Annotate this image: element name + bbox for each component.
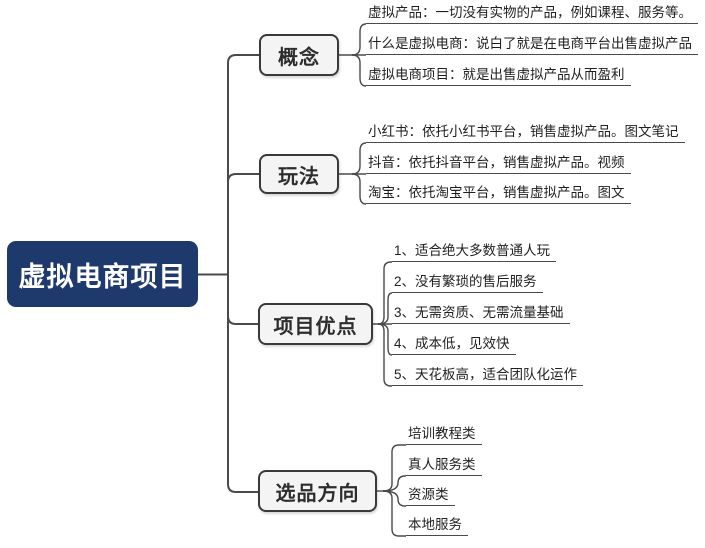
leaf-live-services[interactable]: 真人服务类	[406, 456, 482, 476]
leaf-douyin[interactable]: 抖音：依托抖音平台，销售虚拟产品。视频	[366, 154, 631, 174]
leaf-virtual-product-definition[interactable]: 虚拟产品：一切没有实物的产品，例如课程、服务等。	[366, 4, 698, 24]
leaf-training-courses[interactable]: 培训教程类	[406, 425, 482, 445]
branch-label: 选品方向	[275, 482, 360, 505]
leaf-resources[interactable]: 资源类	[406, 486, 455, 506]
leaf-advantage-1[interactable]: 1、适合绝大多数普通人玩	[392, 242, 557, 262]
branch-label: 项目优点	[273, 315, 358, 338]
leaf-virtual-ecommerce-project[interactable]: 虚拟电商项目：就是出售虚拟产品从而盈利	[366, 66, 631, 86]
leaf-advantage-2[interactable]: 2、没有繁琐的售后服务	[392, 273, 543, 293]
branch-node-concept[interactable]: 概念	[259, 34, 339, 76]
leaf-advantage-5[interactable]: 5、天花板高，适合团队化运作	[392, 366, 584, 386]
leaf-what-is-virtual-ecommerce[interactable]: 什么是虚拟电商：说白了就是在电商平台出售虚拟产品	[366, 35, 698, 55]
leaf-taobao[interactable]: 淘宝：依托淘宝平台，销售虚拟产品。图文	[366, 184, 631, 204]
leaf-advantage-3[interactable]: 3、无需资质、无需流量基础	[392, 304, 570, 324]
branch-label: 玩法	[278, 165, 320, 188]
leaf-xiaohongshu[interactable]: 小红书：依托小红书平台，销售虚拟产品。图文笔记	[366, 123, 685, 143]
branch-node-product-selection[interactable]: 选品方向	[258, 470, 377, 512]
root-node-virtual-ecommerce-project[interactable]: 虚拟电商项目	[7, 241, 198, 307]
leaf-local-services[interactable]: 本地服务	[406, 516, 468, 536]
branch-node-advantages[interactable]: 项目优点	[258, 303, 373, 345]
leaf-advantage-4[interactable]: 4、成本低，见效快	[392, 335, 516, 355]
branch-label: 概念	[278, 46, 320, 69]
branch-node-playstyle[interactable]: 玩法	[259, 154, 339, 194]
root-node-label: 虚拟电商项目	[18, 261, 187, 292]
